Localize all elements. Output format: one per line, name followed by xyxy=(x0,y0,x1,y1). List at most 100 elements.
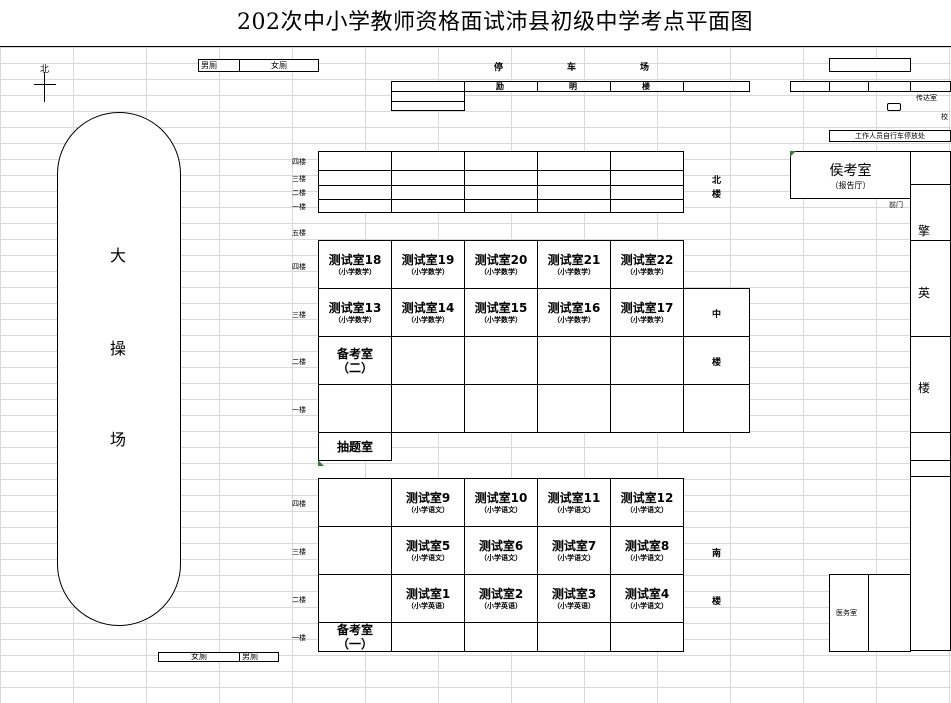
room-name: 测试室2 xyxy=(478,586,524,601)
east-char-3: 楼 xyxy=(918,381,931,395)
south-char-1: 南 xyxy=(712,549,722,559)
draw-room-marker xyxy=(318,460,324,466)
restroom-women-bottom: 女厕 xyxy=(158,652,240,662)
restroom-men-bottom: 男厕 xyxy=(239,652,279,662)
prep-room-2: 备考室 （二） xyxy=(318,336,392,385)
faming-divider xyxy=(391,101,465,102)
room-name: 测试室6 xyxy=(478,538,524,553)
faming-char-3: 楼 xyxy=(642,82,650,91)
south-floor-4: 四楼 xyxy=(292,500,306,508)
compass-horizontal xyxy=(34,84,56,85)
middle-floor-3: 三楼 xyxy=(292,311,306,319)
north-floor-2: 二楼 xyxy=(292,189,306,197)
room-name: 测试室5 xyxy=(405,538,451,553)
east-sep-2 xyxy=(910,240,951,241)
restroom-men-top: 男厕 xyxy=(198,59,240,72)
room-subject: （小学英语） xyxy=(480,601,522,610)
page-title: 202次中小学教师资格面试沛县初级中学考点平面图 xyxy=(237,10,753,35)
south-f1-cell-2 xyxy=(464,622,538,652)
clinic-label: 医务室 xyxy=(836,609,857,617)
south-f2-cell-1 xyxy=(318,574,392,623)
faming-building xyxy=(391,81,750,92)
right-strip-sep-3 xyxy=(910,81,911,92)
middle-f2-cell-3 xyxy=(537,336,611,385)
middle-f4-room-3: 测试室20（小学数学） xyxy=(464,240,538,289)
south-f4-cell-1 xyxy=(318,478,392,527)
middle-f3-room-4: 测试室16（小学数学） xyxy=(537,288,611,337)
room-subject: （小学英语） xyxy=(553,601,595,610)
prep-room-1-sub: （一） xyxy=(336,637,373,651)
east-char-1: 擎 xyxy=(918,224,931,238)
faming-label: 励 明 楼 xyxy=(391,81,750,92)
room-subject: （小学数学） xyxy=(626,267,668,276)
east-sep-5 xyxy=(910,460,951,461)
faming-sep-4 xyxy=(683,81,684,92)
south-f4-room-3: 测试室11（小学语文） xyxy=(537,478,611,527)
middle-f2-cell-4 xyxy=(610,336,684,385)
right-strip-sep-2 xyxy=(868,81,869,92)
middle-floor-1: 一楼 xyxy=(292,406,306,414)
middle-f1-cell-1 xyxy=(391,384,465,433)
east-char-2: 英 xyxy=(918,286,931,300)
room-name: 测试室4 xyxy=(624,586,670,601)
south-f2-room-2: 测试室2（小学英语） xyxy=(464,574,538,623)
middle-floor-2: 二楼 xyxy=(292,358,306,366)
guard-room-marker xyxy=(887,103,901,111)
room-subject: （小学数学） xyxy=(334,315,376,324)
faming-sep-1 xyxy=(464,81,465,92)
north-room xyxy=(610,170,684,186)
room-name: 测试室7 xyxy=(551,538,597,553)
north-room xyxy=(610,151,684,171)
south-f2-room-1: 测试室1（小学英语） xyxy=(391,574,465,623)
right-strip-sep-1 xyxy=(829,81,830,92)
middle-f4-room-2: 测试室19（小学数学） xyxy=(391,240,465,289)
middle-f4-room-1: 测试室18（小学数学） xyxy=(318,240,392,289)
room-subject: （小学语文） xyxy=(626,505,668,514)
room-name: 测试室19 xyxy=(401,252,455,267)
middle-f4-room-4: 测试室21（小学数学） xyxy=(537,240,611,289)
room-subject: （小学数学） xyxy=(480,315,522,324)
south-f4-room-4: 测试室12（小学语文） xyxy=(610,478,684,527)
north-room xyxy=(318,151,392,171)
middle-f2-cell-1 xyxy=(391,336,465,385)
middle-floor-5: 五楼 xyxy=(292,229,306,237)
south-f3-room-2: 测试室6（小学语文） xyxy=(464,526,538,575)
middle-f1-cell-4 xyxy=(610,384,684,433)
south-char-2: 楼 xyxy=(712,597,722,607)
room-subject: （小学语文） xyxy=(553,505,595,514)
middle-east-wing xyxy=(683,288,750,433)
room-subject: （小学数学） xyxy=(626,315,668,324)
draw-room-label: 抽题室 xyxy=(336,439,373,454)
compass: 北 xyxy=(34,62,56,102)
faming-sep-3 xyxy=(610,81,611,92)
middle-f1-cell-3 xyxy=(537,384,611,433)
restroom-women-top: 女厕 xyxy=(239,59,319,72)
room-name: 测试室13 xyxy=(328,300,382,315)
middle-f2-cell-2 xyxy=(464,336,538,385)
room-name: 测试室20 xyxy=(474,252,528,267)
prep-room-1: 备考室 （一） xyxy=(318,622,392,652)
north-room xyxy=(537,151,611,171)
room-subject: （小学语文） xyxy=(626,553,668,562)
front-door-label: 前门 xyxy=(889,201,903,209)
middle-f3-room-1: 测试室13（小学数学） xyxy=(318,288,392,337)
faming-char-1: 励 xyxy=(496,82,504,91)
room-name: 测试室16 xyxy=(547,300,601,315)
south-f3-cell-1 xyxy=(318,526,392,575)
north-room xyxy=(318,170,392,186)
middle-f1-cell-1 xyxy=(318,384,392,433)
room-name: 测试室14 xyxy=(401,300,455,315)
north-char-2: 楼 xyxy=(712,190,722,200)
clinic xyxy=(829,574,911,652)
north-room xyxy=(464,185,538,200)
right-top-box xyxy=(829,58,911,72)
parking-char-2: 车 xyxy=(567,63,577,73)
room-subject: （小学语文） xyxy=(407,553,449,562)
parking-char-3: 场 xyxy=(640,63,650,73)
room-name: 测试室3 xyxy=(551,586,597,601)
title-divider xyxy=(0,46,951,47)
north-room xyxy=(391,151,465,171)
room-name: 测试室22 xyxy=(620,252,674,267)
room-subject: （小学语文） xyxy=(480,505,522,514)
playground xyxy=(57,112,181,626)
